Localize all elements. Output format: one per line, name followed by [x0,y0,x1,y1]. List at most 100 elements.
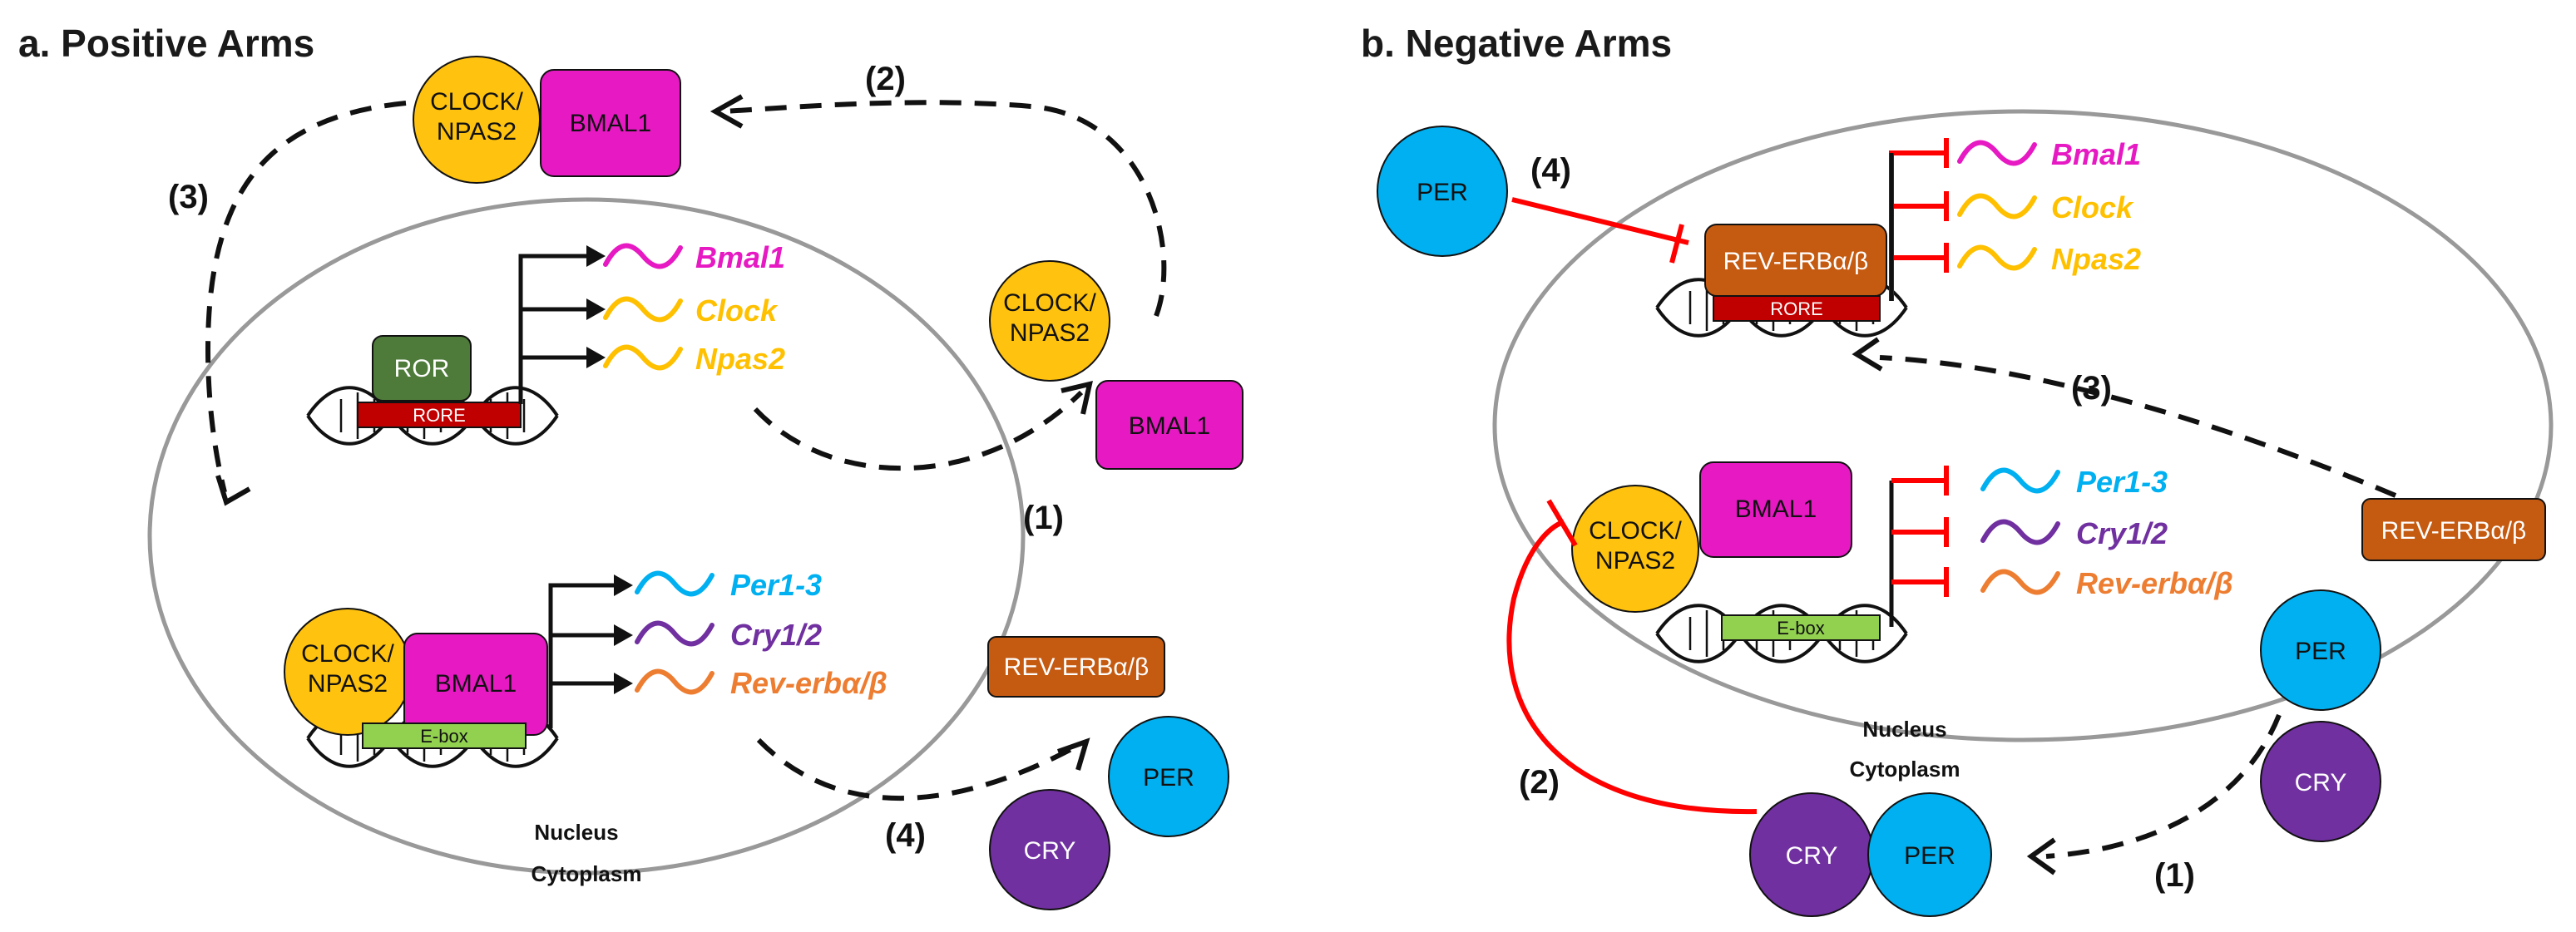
clock-npas2-b-label: CLOCK/NPAS2 [1589,517,1682,574]
gene-b-cry: Cry1/2 [2076,516,2168,550]
panel-a-step-2: (2) [865,61,906,97]
gene-b-per: Per1-3 [2076,465,2168,499]
panel-b-ebox-label: E-box [1777,618,1824,639]
gene-reverb: Rev-erbα/β [730,666,888,700]
bmal1-translated-label: BMAL1 [1129,412,1210,440]
wave-clock [606,299,680,320]
arrowhead-step4 [1057,737,1090,771]
wave-reverb [637,672,712,693]
panel-b-nucleus-label: Nucleus [1862,717,1946,742]
rev-erb-cytoplasm-box [2361,498,2546,561]
gene-per: Per1-3 [730,568,822,602]
panel-a-step-4: (4) [885,817,926,854]
panel-b-step-4: (4) [1530,152,1571,189]
bmal1-label: BMAL1 [570,110,651,137]
wave-per [637,574,712,594]
gene-clock: Clock [695,293,779,328]
per-cytoplasm-label: PER [1417,179,1468,206]
panel-b-step-2: (2) [1519,764,1560,801]
panel-b: b. Negative Arms Nucleus Cytoplasm PER R… [1361,22,2554,917]
panel-b-cytoplasm-label: Cytoplasm [1850,757,1960,782]
wave-bmal1 [606,246,680,267]
ror-box [372,335,472,402]
panel-b-nucleus [1492,109,2554,742]
ebox-activation-arrows [548,583,614,728]
clock-label: CLOCK/ [1589,517,1682,545]
gene-b-npas2: Npas2 [2051,242,2141,276]
per-inhibits-reverb [1511,197,1689,264]
gene-bmal1: Bmal1 [695,240,785,274]
panel-a-arrowheads [215,94,1093,771]
panel-a-cytoplasm-label: Cytoplasm [532,861,642,886]
per-cytoplasm [1377,126,1508,257]
gene-b-clock: Clock [2051,190,2134,224]
per-label: PER [1143,764,1194,791]
rev-erb-cytoplasm-label: REV-ERBα/β [2381,517,2527,545]
per-b-free [2260,589,2381,711]
wave-b-npas2 [1960,248,2035,269]
cry-complex-label: CRY [1786,842,1838,870]
arrow-step2 [723,100,1167,318]
panel-b-title: b. Negative Arms [1361,22,1672,65]
arrowheads-rore [586,245,606,368]
panel-b-rore-box [1713,295,1881,322]
npas2-label: NPAS2 [437,118,517,145]
bmal1-b-box [1699,461,1852,558]
wave-npas2 [606,348,680,368]
wave-b-clock [1960,196,2035,217]
ebox-repression-lines [1891,466,1949,597]
wave-b-per [1983,471,2058,491]
arrowhead-step1 [1061,380,1093,415]
per-protein [1108,716,1229,837]
gene-cry: Cry1/2 [730,618,822,652]
bmal1-nuclear-label: BMAL1 [435,670,517,698]
bmal1-b-label: BMAL1 [1735,496,1817,523]
cry-label: CRY [1024,837,1076,865]
panel-b-step-1: (1) [2154,857,2195,894]
arrow-b-step1 [2045,713,2282,859]
panel-a-title: a. Positive Arms [18,22,314,65]
cry-b-free-label: CRY [2295,769,2347,796]
npas2-label: NPAS2 [1595,547,1675,574]
arrowheads-ebox [614,574,633,694]
per-complex-label: PER [1904,842,1955,870]
panel-a-ebox-box [362,722,527,749]
gene-b-bmal1: Bmal1 [2051,137,2141,171]
clock-npas2-translated-label: CLOCK/NPAS2 [1003,289,1096,347]
cry-per-inhibits-clock-bmal1 [1506,520,1758,815]
gene-npas2: Npas2 [695,342,785,376]
panel-a-step-3: (3) [168,179,209,215]
rore-activation-arrows [518,254,586,404]
panel-a-step-1: (1) [1023,500,1064,536]
panel-a-rore-box [357,402,522,428]
arrowhead-b-step1 [2026,837,2056,875]
ror-label: ROR [394,355,450,382]
panel-a-nucleus [147,197,1026,875]
clock-label: CLOCK/ [1003,289,1096,317]
clock-npas2-translated [989,260,1110,382]
clock-label: CLOCK/ [430,88,523,116]
arrow-b-step3 [1879,355,2397,498]
rore-repression-lines [1889,138,1949,301]
clock-npas2-nuclear-label: CLOCK/NPAS2 [301,640,394,698]
panel-a-nucleus-label: Nucleus [534,820,618,845]
rev-erb-nuclear-label: REV-ERBα/β [1723,248,1869,275]
wave-b-cry [1983,522,2058,543]
panel-a-dashed-arrows [205,100,1167,801]
arrowhead-step3 [215,475,251,506]
panel-a: a. Positive Arms Nucleus Cytoplasm CLOCK… [18,22,1244,910]
bmal1-translated-box [1095,380,1244,470]
clock-npas2-b [1571,485,1699,613]
npas2-label: NPAS2 [1010,319,1090,347]
rev-erb-label: REV-ERBα/β [1004,653,1150,681]
arrow-step3 [205,101,407,493]
panel-b-ebox-box [1721,614,1881,641]
clock-label: CLOCK/ [301,640,394,668]
arrow-step4 [756,737,1075,801]
npas2-label: NPAS2 [308,670,388,698]
panel-a-ebox-label: E-box [420,726,467,747]
per-b-free-label: PER [2295,638,2346,665]
arrowhead-b-step3 [1852,337,1883,372]
panel-b-rore-label: RORE [1770,298,1823,319]
